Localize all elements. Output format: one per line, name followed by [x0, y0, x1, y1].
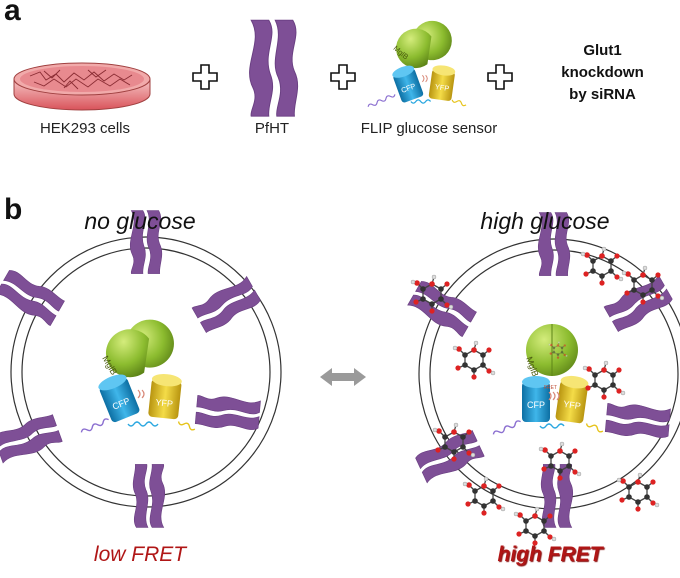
- knockdown-label: Glut1 knockdown by siRNA: [540, 40, 665, 106]
- no-glucose-title: no glucose: [84, 208, 196, 234]
- flip-sensor-label: FLIP glucose sensor: [360, 120, 498, 137]
- plus-icon: [192, 64, 218, 90]
- knockdown-line-1: Glut1: [583, 42, 622, 59]
- svg-text:YFP: YFP: [563, 399, 582, 411]
- low-fret-label: low FRET: [93, 543, 187, 566]
- hek293-label: HEK293 cells: [39, 120, 131, 137]
- knockdown-line-3: by siRNA: [569, 86, 636, 103]
- flip-sensor-icon: MglB CFP YFP: [367, 20, 467, 107]
- pfht-transporter-icon: [249, 19, 299, 117]
- plus-icon: [487, 64, 513, 90]
- knockdown-line-2: knockdown: [561, 64, 644, 81]
- panel-a-label: a: [4, 0, 21, 27]
- svg-text:CFP: CFP: [527, 400, 545, 410]
- svg-text:YFP: YFP: [155, 397, 173, 409]
- flip-sensor-closed: MglB CFP YFP FRET: [492, 324, 604, 435]
- sensor-fret-label: FRET: [544, 385, 557, 391]
- pfht-label: PfHT: [254, 120, 290, 137]
- equilibrium-arrow-icon: [320, 368, 366, 386]
- petri-dish-icon: [13, 62, 151, 111]
- plus-icon: [330, 64, 356, 90]
- flip-sensor-open: MglB CFP YFP: [80, 319, 196, 433]
- high-glucose-title: high glucose: [480, 208, 610, 234]
- svg-text:YFP: YFP: [434, 82, 450, 93]
- panel-b-label: b: [4, 193, 23, 226]
- high-fret-label: high FRET: [497, 543, 603, 566]
